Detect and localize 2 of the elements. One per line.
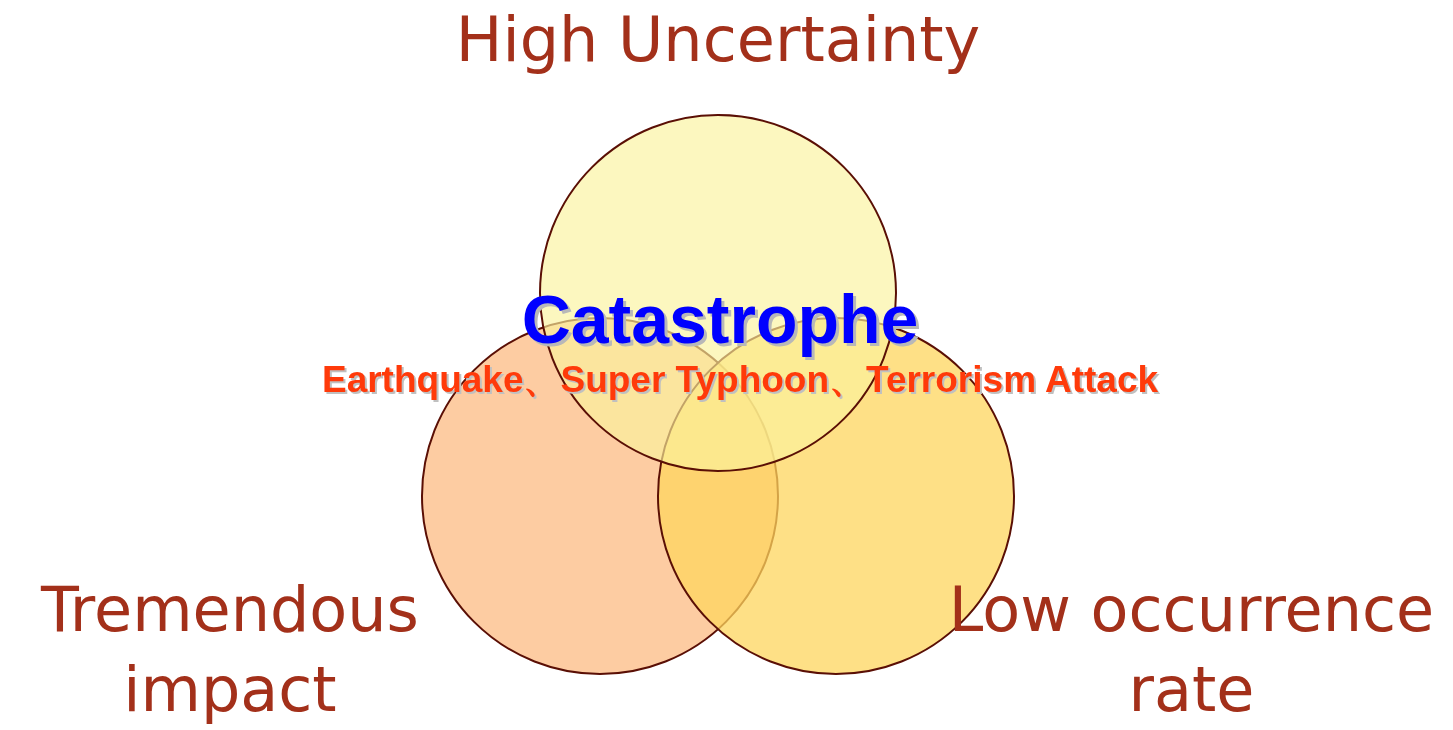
circle-heading: High Uncertainty [454, 2, 982, 78]
circle-heading: Tremendous impact [39, 572, 420, 728]
